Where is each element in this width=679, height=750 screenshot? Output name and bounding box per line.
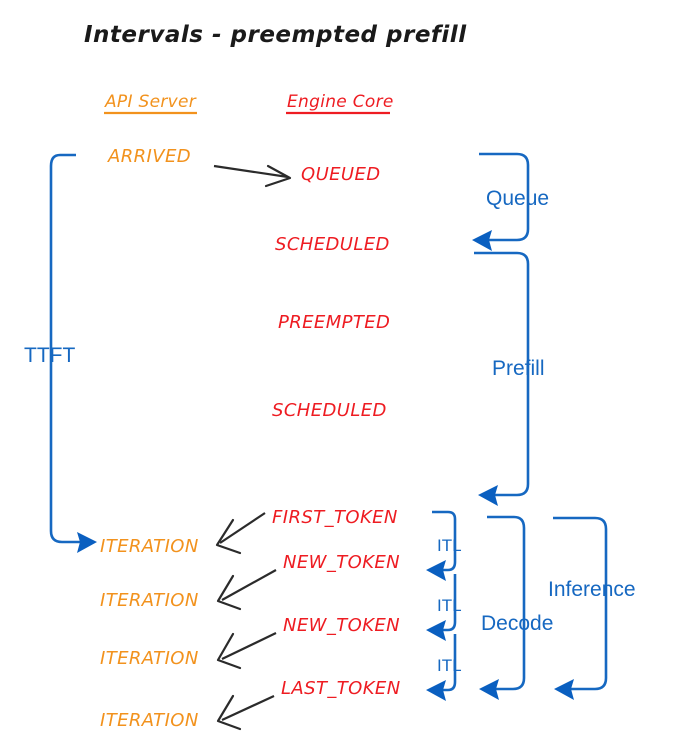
state-scheduled-2: SCHEDULED (272, 400, 387, 421)
state-iteration-2: ITERATION (100, 590, 199, 611)
state-queued: QUEUED (301, 164, 381, 185)
state-iteration-3: ITERATION (100, 648, 199, 669)
interval-bracket-decode (479, 515, 526, 700)
state-iteration-4: ITERATION (100, 710, 199, 731)
state-preempted: PREEMPTED (278, 312, 390, 333)
state-new-token-2: NEW_TOKEN (283, 615, 400, 636)
state-first-token: FIRST_TOKEN (272, 507, 398, 528)
interval-label-itl-3: ITL (437, 656, 462, 675)
interval-label-itl-2: ITL (437, 596, 462, 615)
interval-label-itl-1: ITL (437, 536, 462, 555)
state-arrived: ARRIVED (107, 146, 191, 167)
state-iteration-1: ITERATION (100, 536, 199, 557)
interval-label-inference: Inference (548, 578, 636, 601)
interval-label-prefill: Prefill (492, 357, 545, 380)
transition-arrow-first-token-to-iteration (215, 512, 266, 555)
transition-arrow-arrived-to-queued (213, 164, 292, 188)
column-header-engine-core: Engine Core (287, 92, 394, 112)
interval-bracket-queue (472, 152, 530, 251)
interval-bracket-ttft (49, 153, 97, 553)
state-new-token-1: NEW_TOKEN (283, 552, 400, 573)
transition-arrow-new-token-2-to-iteration (216, 632, 277, 670)
transition-arrow-last-token-to-iteration (216, 694, 275, 731)
interval-label-queue: Queue (486, 187, 549, 210)
column-header-api-server: API Server (104, 92, 197, 112)
state-last-token: LAST_TOKEN (281, 678, 401, 699)
interval-bracket-prefill (474, 251, 530, 506)
interval-bracket-itl-3 (426, 634, 457, 701)
interval-bracket-itl-2 (426, 574, 457, 641)
interval-label-decode: Decode (481, 612, 553, 635)
page-title: Intervals - preempted prefill (84, 22, 467, 48)
interval-bracket-inference (553, 516, 608, 700)
state-scheduled-1: SCHEDULED (275, 234, 390, 255)
interval-bracket-itl-1 (426, 510, 457, 581)
transition-arrow-new-token-1-to-iteration (216, 569, 277, 611)
interval-label-ttft: TTFT (24, 344, 75, 367)
